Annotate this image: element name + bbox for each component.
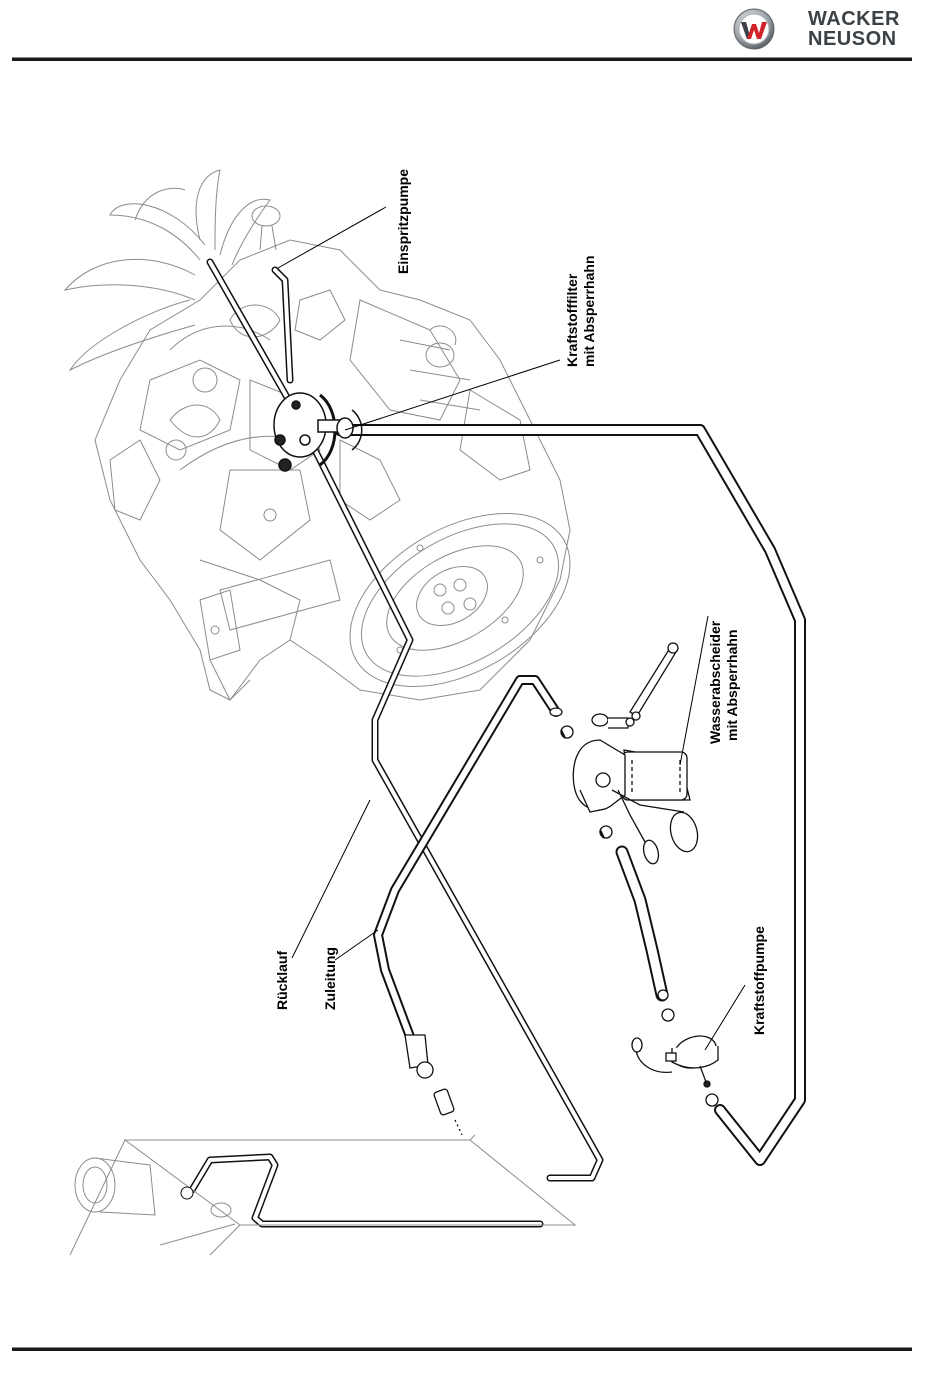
label-zuleitung: Zuleitung: [322, 947, 338, 1010]
leader-lines: [278, 207, 745, 1050]
separator-to-pump-hose: [622, 852, 662, 995]
fuel-pump: [632, 990, 721, 1106]
label-ruecklauf: Rücklauf: [274, 951, 290, 1010]
callout-zuleitung: Zuleitung: [322, 947, 338, 1010]
hose-clamp: [706, 1094, 718, 1106]
label-einspritzpumpe: Einspritzpumpe: [395, 169, 411, 274]
feed-line: [378, 680, 562, 1050]
water-separator: [561, 643, 702, 865]
callout-kraftstofffilter: Kraftstofffilter mit Absperrhahn: [564, 256, 597, 368]
callout-kraftstoffpumpe: Kraftstoffpumpe: [751, 926, 767, 1035]
hose-clamp: [561, 726, 573, 738]
callout-wasserabscheider: Wasserabscheider mit Absperrhahn: [707, 620, 740, 744]
fuel-tank: [70, 1135, 575, 1255]
callout-ruecklauf: Rücklauf: [274, 951, 290, 1010]
bolt: [626, 643, 678, 726]
footer-divider: [12, 1347, 912, 1351]
label-kraftstofffilter-line1: Kraftstofffilter: [564, 273, 580, 367]
hose-clamp: [600, 826, 612, 838]
label-wasserabscheider-line1: Wasserabscheider: [707, 620, 723, 744]
hose-clamp: [662, 1009, 674, 1021]
hose-fitting: [405, 1035, 462, 1135]
callout-einspritzpumpe: Einspritzpumpe: [395, 169, 411, 274]
tank-return-hose: [192, 1157, 540, 1224]
hose-clamp: [181, 1187, 193, 1199]
radiator-fan-icon: [65, 170, 270, 370]
label-kraftstofffilter-line2: mit Absperrhahn: [581, 256, 597, 368]
label-kraftstoffpumpe: Kraftstoffpumpe: [751, 926, 767, 1035]
return-line: [210, 262, 600, 1178]
label-wasserabscheider-line2: mit Absperrhahn: [724, 630, 740, 742]
